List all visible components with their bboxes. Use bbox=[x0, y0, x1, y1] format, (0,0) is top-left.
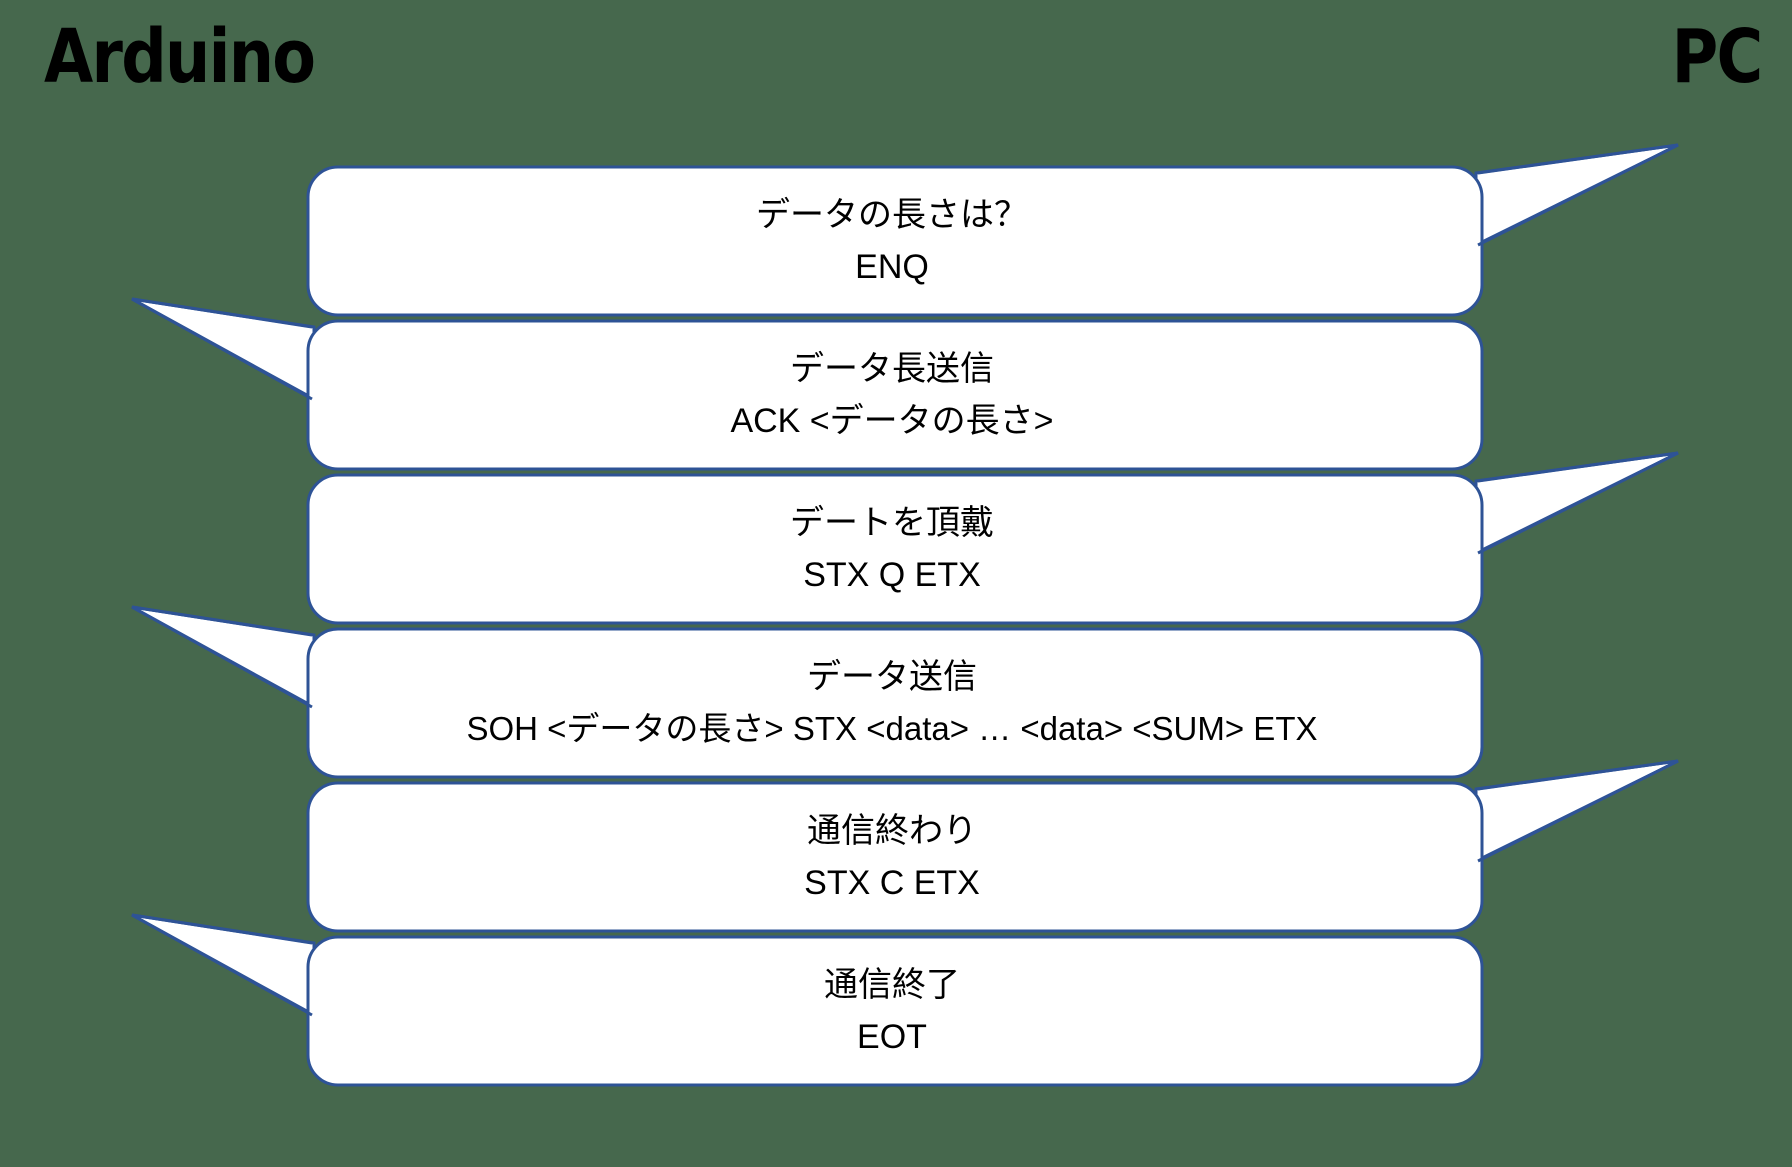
bubble-tail-outline bbox=[1477, 143, 1679, 247]
diagram-header: Arduino PC bbox=[0, 0, 1792, 118]
bubble-body bbox=[306, 627, 1484, 779]
bubble-tail-outline bbox=[131, 297, 313, 401]
bubble-body bbox=[306, 935, 1484, 1087]
bubble-body bbox=[306, 473, 1484, 625]
bubble-body bbox=[306, 781, 1484, 933]
bubble-tail-outline bbox=[1477, 451, 1679, 555]
bubble-body bbox=[306, 319, 1484, 471]
bubble-tail-outline bbox=[131, 605, 313, 709]
bubble-body bbox=[306, 165, 1484, 317]
participant-label-arduino: Arduino bbox=[44, 14, 316, 100]
bubble-tail-outline bbox=[1477, 759, 1679, 863]
participant-label-pc: PC bbox=[1672, 14, 1764, 100]
bubble-tail-outline bbox=[131, 913, 313, 1017]
